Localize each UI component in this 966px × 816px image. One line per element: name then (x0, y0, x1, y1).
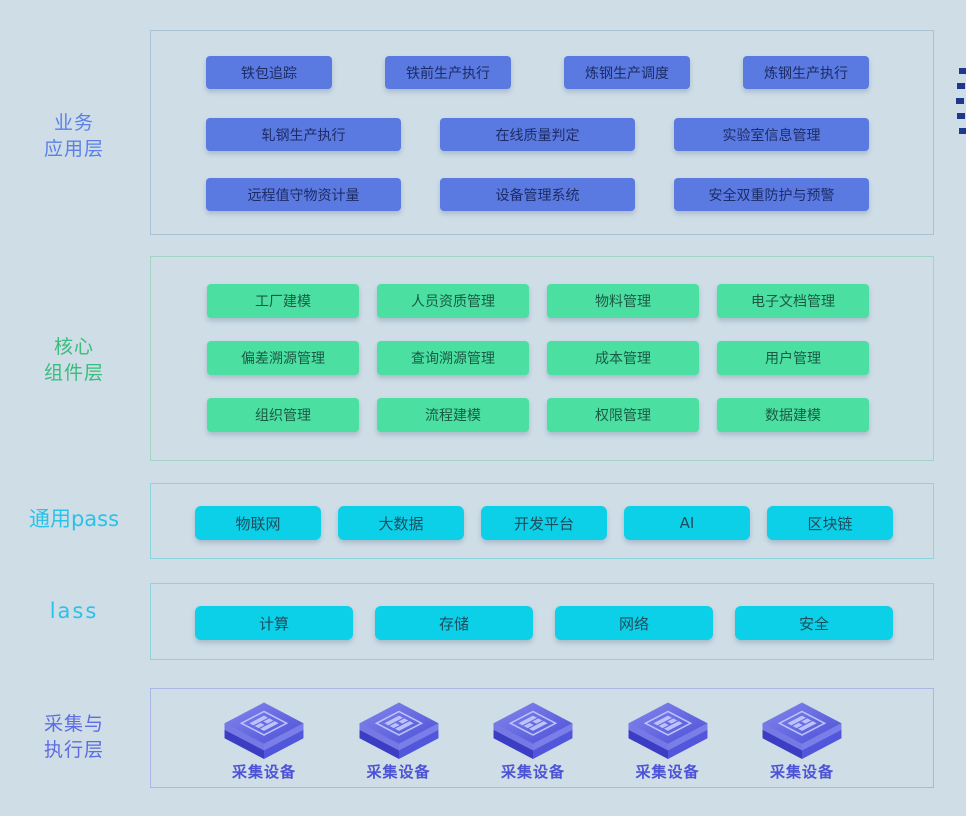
layer-label-collection: 采集与 执行层 (43, 713, 104, 761)
chip-cube-icon (224, 702, 304, 759)
chip-cube-icon (359, 702, 438, 759)
core-component-button[interactable]: 工厂建模 (207, 284, 359, 318)
paas-service-button[interactable]: 区块链 (767, 506, 893, 540)
button-row: 物联网大数据开发平台 AI 区块链 (195, 506, 893, 540)
core-component-button[interactable]: 组织管理 (207, 398, 359, 432)
collection-device[interactable]: 采集设备 (747, 695, 857, 782)
button-row: 轧钢生产执行 在线质量判定 实验室信息管理 (206, 118, 869, 151)
iaas-service-button[interactable]: 安全 (735, 606, 893, 640)
layer-label-core: 核心 组件层 (43, 336, 104, 384)
iaas-service-button[interactable]: 存储 (375, 606, 533, 640)
edge-dot-decoration (957, 83, 965, 89)
button-row: 组织管理流程建模权限管理数据建模 (207, 398, 869, 432)
layer-label-iaas: lass (49, 599, 99, 623)
chip-icon (374, 710, 423, 736)
panel-core-component-layer: 工厂建模人员资质管理物料管理电子文档管理 偏差溯源管理查询溯源管理成本管理用户管… (150, 256, 934, 461)
chip-icon (508, 710, 558, 736)
chip-cube-icon (762, 702, 842, 759)
device-row: 采集设备 采集设备 (209, 695, 857, 782)
core-component-button[interactable]: 人员资质管理 (377, 284, 529, 318)
edge-dot-decoration (959, 128, 966, 134)
button-row: 工厂建模人员资质管理物料管理电子文档管理 (207, 284, 869, 318)
layer-label-paas: 通用pass (28, 507, 120, 531)
edge-dot-decoration (957, 113, 965, 119)
edge-dot-decoration (956, 98, 964, 104)
core-component-button[interactable]: 成本管理 (547, 341, 699, 375)
app-module-button[interactable]: 炼钢生产执行 (743, 56, 869, 89)
button-row: 偏差溯源管理查询溯源管理成本管理用户管理 (207, 341, 869, 375)
iaas-service-button[interactable]: 计算 (195, 606, 353, 640)
device-label: 采集设备 (500, 763, 565, 781)
device-label: 采集设备 (231, 763, 296, 781)
app-module-button[interactable]: 轧钢生产执行 (206, 118, 401, 151)
panel-paas-layer: 物联网大数据开发平台 AI 区块链 (150, 483, 934, 559)
panel-collection-layer: 采集设备 采集设备 (150, 688, 934, 788)
panel-business-layer: 铁包追踪 铁前生产执行 炼钢生产调度 炼钢生产执行 轧钢生产执行 在线质量判定 实验室信息… (150, 30, 934, 235)
paas-service-button[interactable]: 开发平台 (481, 506, 607, 540)
app-module-button[interactable]: 炼钢生产调度 (564, 56, 690, 89)
paas-service-button[interactable]: 物联网 (195, 506, 321, 540)
chip-icon (777, 710, 827, 736)
app-module-button[interactable]: 在线质量判定 (440, 118, 635, 151)
button-row: 远程值守物资计量 设备管理系统 安全双重防护与预警 (206, 178, 869, 211)
core-component-button[interactable]: 物料管理 (547, 284, 699, 318)
core-component-button[interactable]: 偏差溯源管理 (207, 341, 359, 375)
paas-service-button[interactable]: 大数据 (338, 506, 464, 540)
core-component-button[interactable]: 查询溯源管理 (377, 341, 529, 375)
core-component-button[interactable]: 权限管理 (547, 398, 699, 432)
iaas-service-button[interactable]: 网络 (555, 606, 713, 640)
app-module-button[interactable]: 远程值守物资计量 (206, 178, 401, 211)
app-module-button[interactable]: 铁包追踪 (206, 56, 332, 89)
app-module-button[interactable]: 实验室信息管理 (674, 118, 869, 151)
app-module-button[interactable]: 安全双重防护与预警 (674, 178, 869, 211)
button-row: 计算存储网络安全 (195, 606, 893, 640)
collection-device[interactable]: 采集设备 (613, 695, 723, 782)
collection-device[interactable]: 采集设备 (209, 695, 319, 782)
core-component-button[interactable]: 数据建模 (717, 398, 869, 432)
collection-device[interactable]: 采集设备 (478, 695, 588, 782)
device-label: 采集设备 (366, 763, 431, 781)
panel-iaas-layer: 计算存储网络安全 (150, 583, 934, 660)
app-module-button[interactable]: 设备管理系统 (440, 178, 635, 211)
chip-icon (239, 710, 289, 736)
chip-cube-icon (628, 702, 707, 759)
core-component-button[interactable]: 流程建模 (377, 398, 529, 432)
collection-device[interactable]: 采集设备 (344, 695, 454, 782)
chip-icon (643, 710, 692, 736)
edge-dot-decoration (959, 68, 966, 74)
app-module-button[interactable]: 铁前生产执行 (385, 56, 511, 89)
core-component-button[interactable]: 用户管理 (717, 341, 869, 375)
core-component-button[interactable]: 电子文档管理 (717, 284, 869, 318)
button-row: 铁包追踪 铁前生产执行 炼钢生产调度 炼钢生产执行 (206, 56, 869, 89)
chip-cube-icon (493, 702, 573, 759)
device-label: 采集设备 (635, 763, 700, 781)
device-label: 采集设备 (769, 763, 834, 781)
layer-label-business: 业务 应用层 (43, 112, 104, 160)
paas-service-button[interactable]: AI (624, 506, 750, 540)
